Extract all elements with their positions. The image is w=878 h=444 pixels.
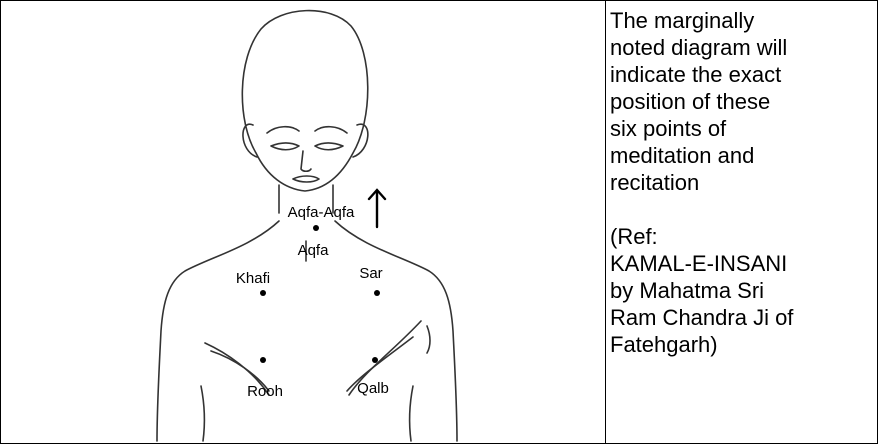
right-ear: [353, 124, 368, 157]
body-diagram: Aqfa-Aqfa Aqfa Khafi Sar Rooh Qalb: [1, 1, 606, 443]
mouth: [293, 176, 319, 182]
right-armpit: [410, 386, 413, 441]
head-outline: [242, 11, 367, 191]
reference-line: by Mahatma Sri: [610, 277, 871, 304]
caption-line: recitation: [610, 169, 871, 196]
left-armpit: [201, 386, 204, 441]
label-rooh: Rooh: [247, 383, 283, 400]
reference-line: Fatehgarh): [610, 331, 871, 358]
label-sar: Sar: [359, 265, 382, 282]
up-arrow-icon: [369, 190, 385, 227]
reference-line: KAMAL-E-INSANI: [610, 250, 871, 277]
chest-side-right: [427, 326, 430, 353]
nose: [301, 151, 311, 171]
reference-line: (Ref:: [610, 223, 871, 250]
caption-cell: The marginally noted diagram will indica…: [606, 1, 877, 443]
left-shoulder: [157, 221, 279, 441]
caption-line: noted diagram will: [610, 34, 871, 61]
point-aqfa: [313, 225, 319, 231]
caption-line: The marginally: [610, 7, 871, 34]
point-khafi: [260, 290, 266, 296]
point-rooh: [260, 357, 266, 363]
right-shoulder: [335, 221, 457, 441]
label-aqfa: Aqfa: [298, 242, 330, 259]
caption-line: position of these: [610, 88, 871, 115]
label-khafi: Khafi: [236, 270, 270, 287]
point-qalb: [372, 357, 378, 363]
point-sar: [374, 290, 380, 296]
left-eye: [271, 143, 299, 150]
caption-line: meditation and: [610, 142, 871, 169]
reference-line: Ram Chandra Ji of: [610, 304, 871, 331]
caption-line: indicate the exact: [610, 61, 871, 88]
diagram-cell: Aqfa-Aqfa Aqfa Khafi Sar Rooh Qalb: [1, 1, 606, 443]
right-eye: [315, 143, 343, 150]
left-eyebrow: [267, 127, 299, 133]
right-eyebrow: [315, 127, 347, 133]
label-qalb: Qalb: [357, 380, 389, 397]
label-aqfa-aqfa: Aqfa-Aqfa: [288, 204, 355, 221]
caption-spacer: [610, 196, 871, 223]
caption-line: six points of: [610, 115, 871, 142]
